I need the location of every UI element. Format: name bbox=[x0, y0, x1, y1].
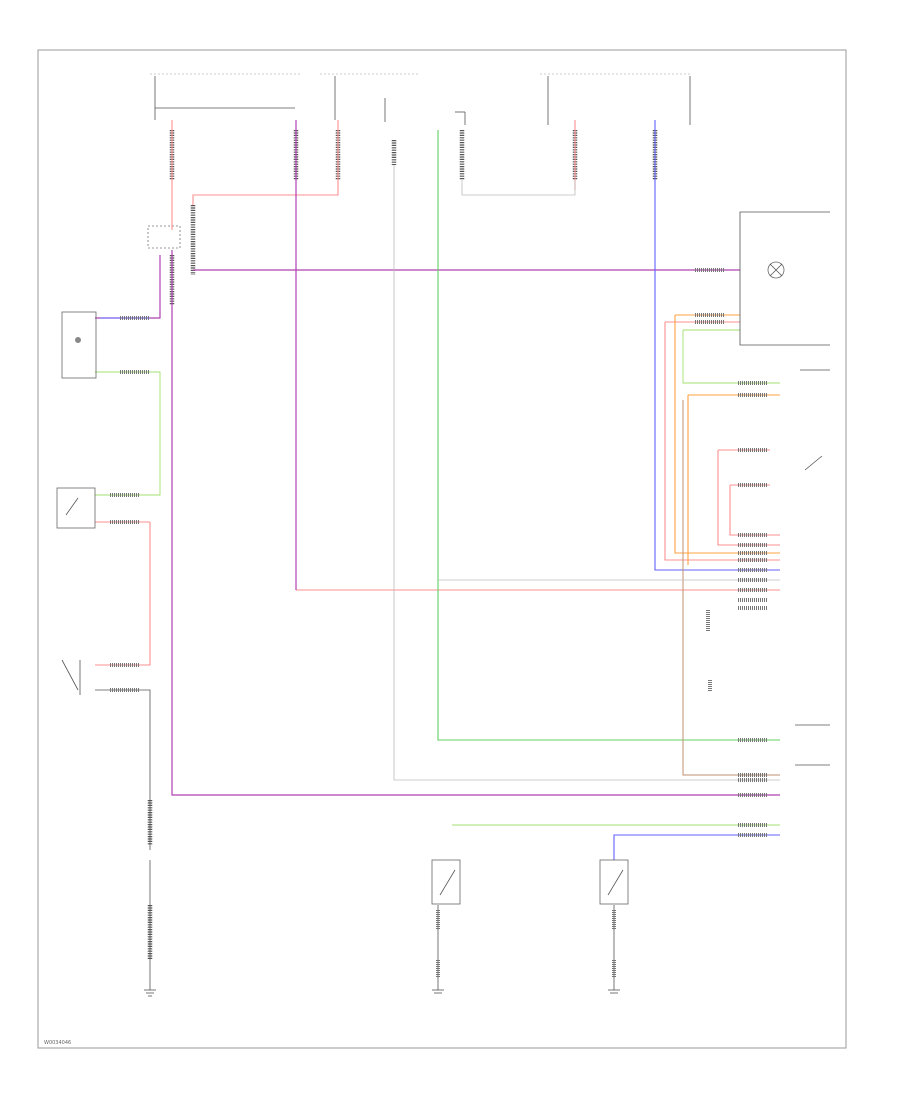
door-courtesy-switch bbox=[61, 659, 140, 695]
left-door-switch bbox=[431, 859, 461, 978]
wire-green bbox=[437, 130, 780, 741]
diagram-footer-code: W0034046 bbox=[44, 1040, 71, 1046]
fuse-box-header bbox=[150, 73, 691, 125]
lower-right-connectors bbox=[738, 724, 830, 837]
wire-blue bbox=[100, 120, 780, 860]
wire-red-1 bbox=[95, 120, 780, 666]
diagram-border bbox=[37, 49, 847, 1049]
wire-gray bbox=[393, 165, 780, 781]
fuse-terminals bbox=[169, 130, 658, 180]
wire-light-green bbox=[95, 329, 780, 826]
right-door-switch bbox=[599, 859, 629, 978]
ground-symbols bbox=[144, 989, 620, 997]
seat-belt-buckle-switch bbox=[56, 487, 140, 529]
passenger-seatbelt-warning-light bbox=[61, 311, 150, 379]
wire-black bbox=[95, 689, 615, 990]
wire-tan bbox=[682, 400, 780, 776]
combination-meter-module bbox=[706, 369, 830, 692]
junction-connector bbox=[147, 205, 196, 305]
seat-belt-reminder-unit bbox=[695, 211, 830, 346]
wire-orange bbox=[674, 314, 780, 565]
